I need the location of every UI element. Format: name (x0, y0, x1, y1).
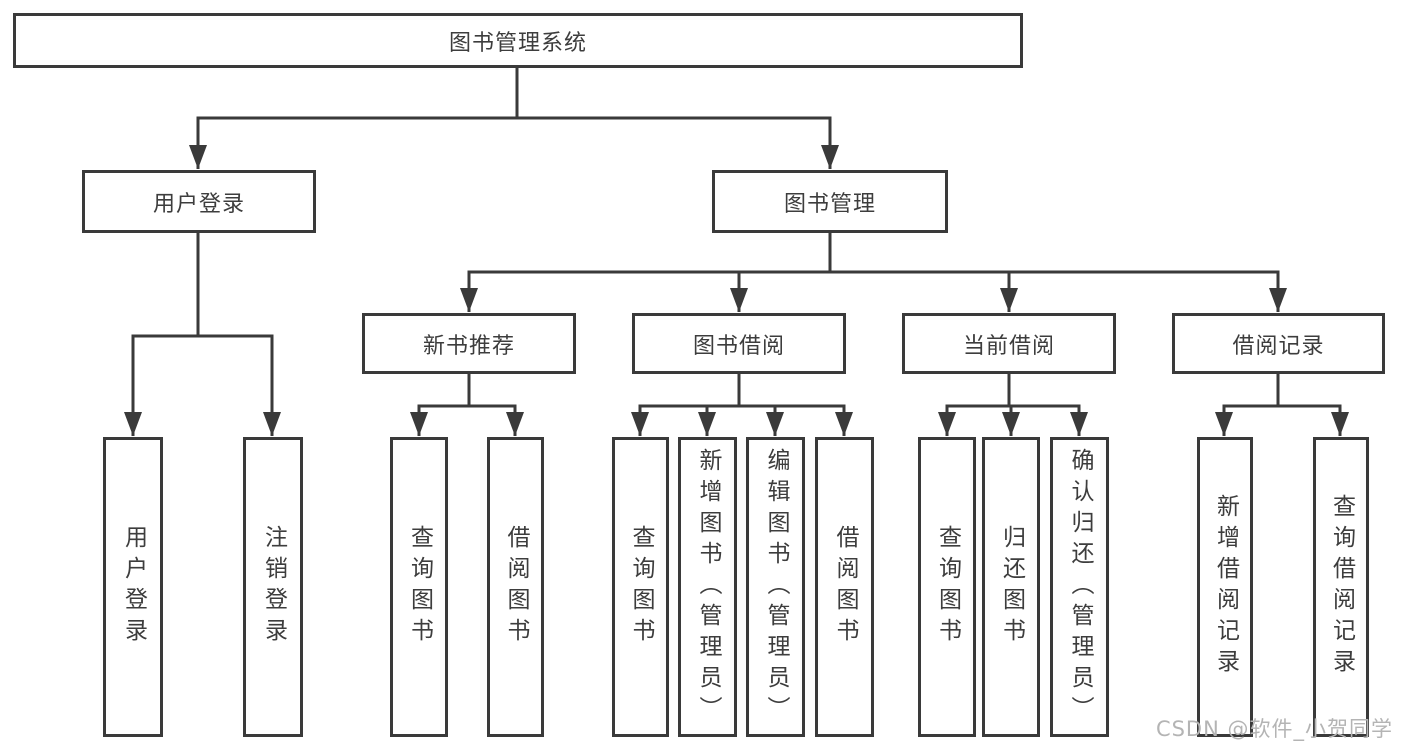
leaf-logout: 注销登录 (243, 437, 303, 737)
node-root: 图书管理系统 (13, 13, 1023, 68)
leaf-borrow-books: 借阅图书 (815, 437, 874, 737)
leaf-query-borrow-record: 查询借阅记录 (1313, 437, 1369, 737)
leaf-confirm-return-admin: 确认归还（管理员） (1050, 437, 1109, 737)
leaf-return-book: 归还图书 (982, 437, 1040, 737)
node-user-login: 用户登录 (82, 170, 316, 233)
leaf-user-login: 用户登录 (103, 437, 163, 737)
leaf-edit-book-admin: 编辑图书（管理员） (746, 437, 805, 737)
leaf-add-borrow-record: 新增借阅记录 (1197, 437, 1253, 737)
node-borrow-records: 借阅记录 (1172, 313, 1385, 374)
node-current-borrow: 当前借阅 (902, 313, 1116, 374)
node-new-book-recommend: 新书推荐 (362, 313, 576, 374)
node-book-management: 图书管理 (712, 170, 948, 233)
leaf-query-books-current: 查询图书 (918, 437, 976, 737)
leaf-borrow-books-recommend: 借阅图书 (487, 437, 544, 737)
leaf-query-books-borrow: 查询图书 (612, 437, 669, 737)
watermark: CSDN @软件_小贺同学 (1155, 717, 1393, 741)
node-book-borrow: 图书借阅 (632, 313, 846, 374)
leaf-query-books-recommend: 查询图书 (390, 437, 448, 737)
leaf-add-book-admin: 新增图书（管理员） (678, 437, 737, 737)
